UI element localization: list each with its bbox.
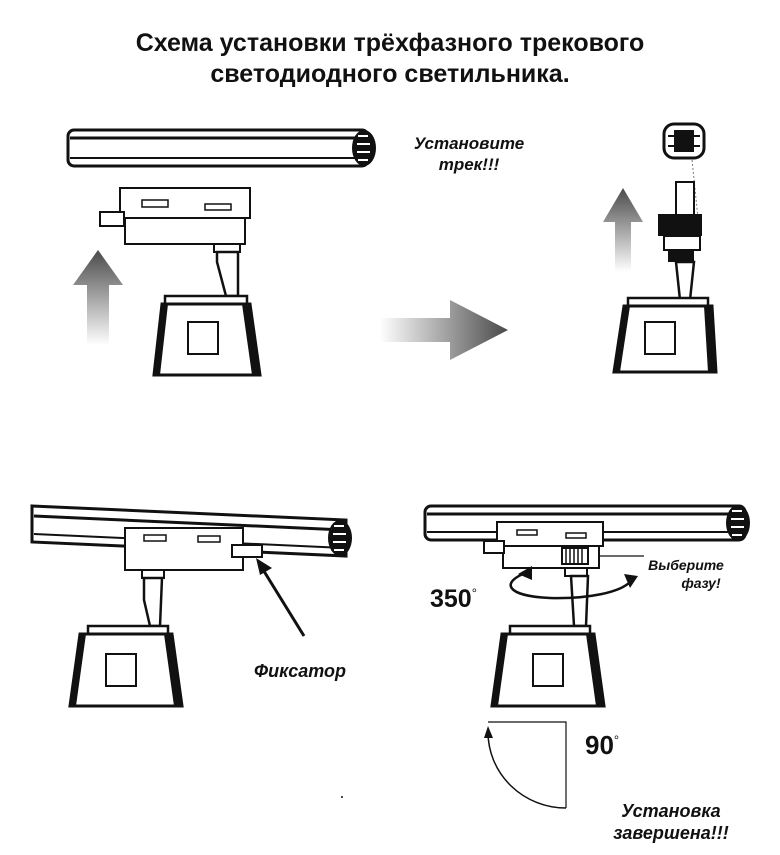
rotation-angle-value: 350: [430, 585, 472, 613]
page-title: Схема установки трёхфазного трекового св…: [0, 28, 780, 90]
adapter-3: [124, 527, 263, 579]
tilt-angle-label: 90°: [585, 730, 619, 761]
lamp-stem-3: [142, 576, 164, 628]
done-line-2: завершена!!!: [613, 823, 729, 843]
rotation-angle-label: 350°: [430, 585, 477, 614]
lamp-body-3: [68, 624, 184, 708]
arrow-up-1: [73, 250, 123, 345]
track-rail-1: [66, 128, 377, 168]
install-track-label: Установите трек!!!: [404, 133, 534, 175]
step-2-figure: [603, 122, 718, 374]
step-3-figure: [30, 504, 353, 708]
track-cross-section: [662, 122, 706, 160]
installation-done-label: Установка завершена!!!: [596, 800, 746, 844]
adapter-2-side: [658, 181, 702, 262]
tilt-angle-value: 90: [585, 730, 614, 760]
lamp-stem-1: [215, 250, 240, 298]
choose-phase-line-1: Выберите: [648, 557, 724, 573]
lamp-body-1: [152, 294, 262, 377]
title-line-2: светодиодного светильника.: [210, 60, 570, 88]
step-1-figure: [66, 128, 377, 377]
adapter-1: [99, 187, 251, 253]
done-line-1: Установка: [621, 801, 721, 821]
step-4-figure: [423, 504, 751, 809]
latch-label: Фиксатор: [240, 660, 360, 682]
lamp-body-2: [612, 296, 718, 374]
rotation-arrow-icon: [509, 566, 638, 600]
title-line-1: Схема установки трёхфазного трекового: [135, 29, 645, 57]
tilt-degree-sign: °: [613, 732, 620, 748]
latch-pointer-arrow: [256, 558, 306, 637]
install-track-line-1: Установите: [413, 134, 525, 153]
phase-selector-knob: [561, 547, 644, 565]
stray-dot: [341, 796, 343, 798]
lamp-stem-2: [674, 260, 696, 302]
choose-phase-label: Выберите фазу!: [636, 556, 736, 592]
rotation-degree-sign: °: [471, 585, 477, 601]
lamp-body-4: [490, 624, 606, 708]
arrow-right-center: [380, 300, 508, 360]
choose-phase-line-2: фазу!: [681, 575, 721, 591]
arrow-up-2: [603, 188, 643, 272]
tilt-angle-icon: [484, 721, 567, 809]
latch-text: Фиксатор: [254, 661, 346, 681]
install-track-line-2: трек!!!: [438, 155, 500, 174]
